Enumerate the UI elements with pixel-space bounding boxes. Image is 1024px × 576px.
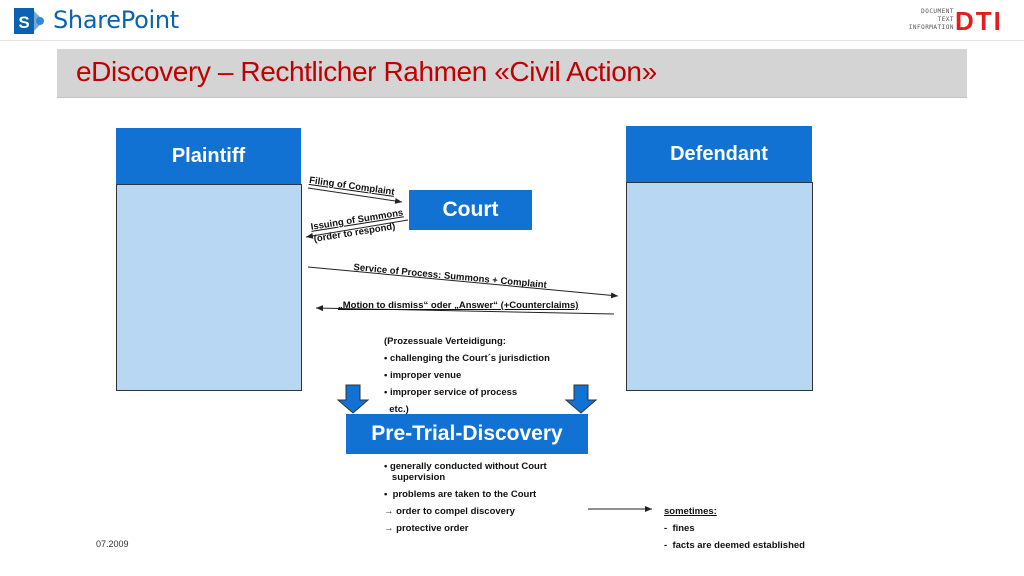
app-name[interactable]: SharePoint bbox=[53, 6, 179, 34]
defense-list: (Prozessuale Verteidigung: • challenging… bbox=[384, 333, 550, 418]
service-arrow bbox=[307, 266, 619, 299]
pretrial-item: → order to compel discovery bbox=[384, 506, 515, 517]
defense-item: • improper venue bbox=[384, 370, 462, 381]
issuing-arrow bbox=[305, 219, 409, 239]
defense-item: • improper service of process bbox=[384, 387, 518, 398]
defense-item: • challenging the Court´s jurisdiction bbox=[384, 353, 550, 364]
down-arrow-right-icon bbox=[564, 384, 598, 414]
plaintiff-header: Plaintiff bbox=[116, 128, 301, 184]
sharepoint-logo-icon: S bbox=[14, 8, 44, 34]
defense-item: (Prozessuale Verteidigung: bbox=[384, 336, 506, 347]
brand-tagline: DOCUMENT TEXT INFORMATION bbox=[909, 8, 954, 32]
slide-date: 07.2009 bbox=[96, 539, 129, 549]
pretrial-list: • generally conducted without Court supe… bbox=[384, 461, 547, 534]
brand-line-document: DOCUMENT bbox=[921, 8, 954, 15]
plaintiff-box bbox=[116, 184, 302, 391]
brand-line-information: INFORMATION bbox=[908, 24, 954, 31]
pretrial-item: • generally conducted without Court bbox=[384, 461, 547, 472]
slide-title: eDiscovery – Rechtlicher Rahmen «Civil A… bbox=[76, 56, 657, 87]
motion-label: „Motion to dismiss“ oder „Answer“ (+Coun… bbox=[338, 300, 579, 311]
defense-item: etc.) bbox=[384, 404, 409, 415]
defendant-box bbox=[626, 182, 813, 391]
pretrial-discovery-box: Pre-Trial-Discovery bbox=[346, 414, 588, 454]
sometimes-item: - facts are deemed established bbox=[664, 540, 805, 551]
filing-arrow bbox=[307, 187, 403, 204]
sometimes-list: sometimes: - fines - facts are deemed es… bbox=[664, 503, 805, 554]
defendant-header: Defendant bbox=[626, 126, 812, 182]
pretrial-item: → protective order bbox=[384, 523, 469, 534]
sharepoint-logo-letter: S bbox=[18, 13, 29, 32]
brand-line-text: TEXT bbox=[937, 16, 954, 23]
title-bar bbox=[57, 49, 967, 98]
sometimes-item: - fines bbox=[664, 523, 695, 534]
down-arrow-left-icon bbox=[336, 384, 370, 414]
header-divider bbox=[0, 40, 1024, 41]
dti-logo-icon: DTI bbox=[955, 8, 1003, 32]
pretrial-item: • problems are taken to the Court bbox=[384, 489, 537, 500]
pretrial-item: supervision bbox=[384, 472, 446, 483]
dti-logo-text: DTI bbox=[955, 8, 1003, 32]
motion-arrow bbox=[315, 305, 615, 315]
sometimes-heading: sometimes: bbox=[664, 506, 717, 517]
court-box: Court bbox=[409, 190, 532, 230]
